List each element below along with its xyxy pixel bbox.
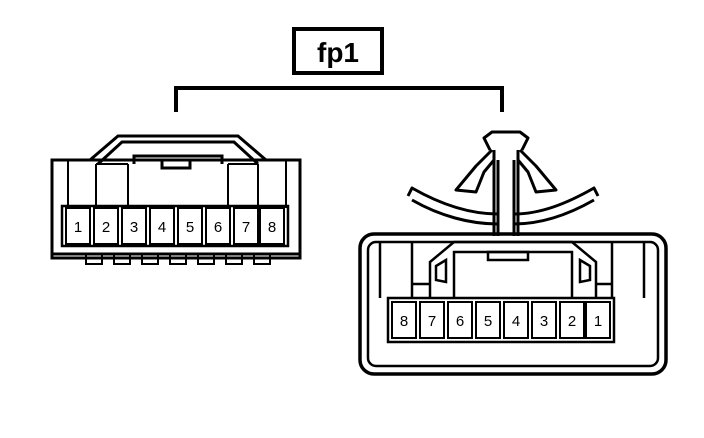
right-pin-cell — [475, 301, 501, 339]
label-text: fp1 — [317, 37, 359, 68]
right-pin-cell — [531, 301, 557, 339]
left-pin-cells — [65, 207, 285, 245]
right-pin-cell — [447, 301, 473, 339]
left-pin-cell — [149, 207, 175, 245]
left-pin-cell — [65, 207, 91, 245]
left-pin-cell — [259, 207, 285, 245]
right-pin-number: 5 — [484, 313, 492, 330]
right-pin-number: 1 — [594, 313, 602, 330]
left-pin-cell — [177, 207, 203, 245]
right-connector-inner-frame — [378, 240, 646, 298]
right-pin-number: 2 — [568, 313, 576, 330]
right-pin-number: 8 — [400, 313, 408, 330]
right-connector-body — [358, 232, 668, 376]
right-pin-number: 6 — [456, 313, 464, 330]
right-pin-cell — [391, 301, 417, 339]
left-pin-cell — [93, 207, 119, 245]
left-connector-body — [50, 158, 302, 260]
right-connector-clip — [406, 130, 600, 236]
left-pin-cell — [121, 207, 147, 245]
left-pin-number: 3 — [130, 219, 138, 236]
left-pin-number: 6 — [214, 219, 222, 236]
left-pin-number: 7 — [242, 219, 250, 236]
left-connector-inner-frame — [67, 160, 287, 208]
left-pin-number: 5 — [186, 219, 194, 236]
left-pin-cell — [233, 207, 259, 245]
left-pin-cell — [205, 207, 231, 245]
left-pin-numbers: 1 2 3 4 5 6 7 8 — [74, 219, 276, 236]
connector-bracket — [174, 86, 504, 112]
left-connector: 1 2 3 4 5 6 7 8 — [50, 134, 302, 265]
right-pin-number: 4 — [512, 313, 520, 330]
right-pin-row — [386, 296, 616, 344]
left-pin-number: 8 — [268, 219, 276, 236]
right-pin-cell — [559, 301, 585, 339]
left-pin-number: 2 — [102, 219, 110, 236]
connector-label: fp1 — [292, 27, 384, 75]
right-pin-number: 3 — [540, 313, 548, 330]
left-pin-number: 4 — [158, 219, 166, 236]
right-connector: 8 7 6 5 4 3 2 1 — [358, 130, 668, 376]
right-pin-cell — [585, 301, 611, 339]
right-pin-numbers: 8 7 6 5 4 3 2 1 — [400, 313, 602, 330]
right-pin-cells — [391, 301, 611, 339]
left-pin-number: 1 — [74, 219, 82, 236]
right-pin-number: 7 — [428, 313, 436, 330]
label-box — [292, 27, 384, 75]
left-pin-row — [60, 204, 290, 248]
right-pin-cell — [419, 301, 445, 339]
right-pin-cell — [503, 301, 529, 339]
